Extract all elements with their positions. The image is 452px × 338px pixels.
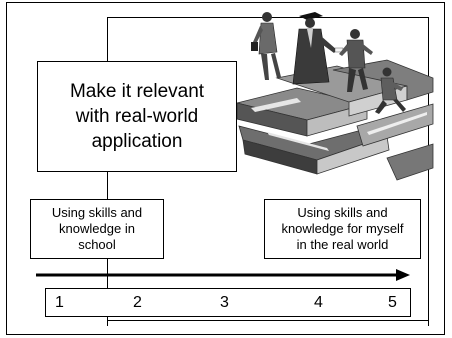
scale-number-3: 3 — [220, 294, 229, 311]
scale-number-4: 4 — [314, 294, 323, 311]
businessman-icon — [339, 29, 373, 92]
bottom-line — [107, 320, 429, 321]
climber-icon — [375, 67, 406, 114]
real-world-skills-line: Using skills and — [297, 205, 388, 220]
school-skills-line: knowledge in — [59, 221, 135, 236]
school-skills-line: Using skills and — [51, 205, 143, 220]
business-people-on-books-clipart — [236, 12, 434, 181]
main-statement-line: with real-world — [75, 106, 199, 127]
school-skills-text: Using skills and knowledge in school — [52, 205, 142, 253]
main-statement-line: Make it relevant — [69, 81, 205, 102]
main-statement-box: Make it relevant with real-world applica… — [37, 61, 237, 172]
scale-number-1: 1 — [55, 294, 64, 311]
real-world-skills-box: Using skills and knowledge for myself in… — [264, 199, 421, 259]
businesswoman-icon — [251, 12, 281, 80]
main-statement-line: application — [91, 131, 183, 152]
scale-number-2: 2 — [133, 294, 142, 311]
school-skills-line: school — [78, 237, 116, 252]
arrow-head-icon — [396, 269, 410, 281]
real-world-skills-line: knowledge for myself — [281, 221, 404, 236]
real-world-skills-text: Using skills and knowledge for myself in… — [281, 205, 403, 253]
school-skills-box: Using skills and knowledge in school — [30, 199, 164, 259]
continuum-arrow — [36, 269, 410, 281]
real-world-skills-line: in the real world — [296, 237, 389, 252]
main-statement-text: Make it relevant with real-world applica… — [70, 79, 204, 154]
scale-number-5: 5 — [388, 294, 397, 311]
outer-frame — [6, 2, 445, 335]
scale-box: 1 2 3 4 5 — [45, 288, 411, 317]
graduate-icon — [292, 12, 344, 85]
